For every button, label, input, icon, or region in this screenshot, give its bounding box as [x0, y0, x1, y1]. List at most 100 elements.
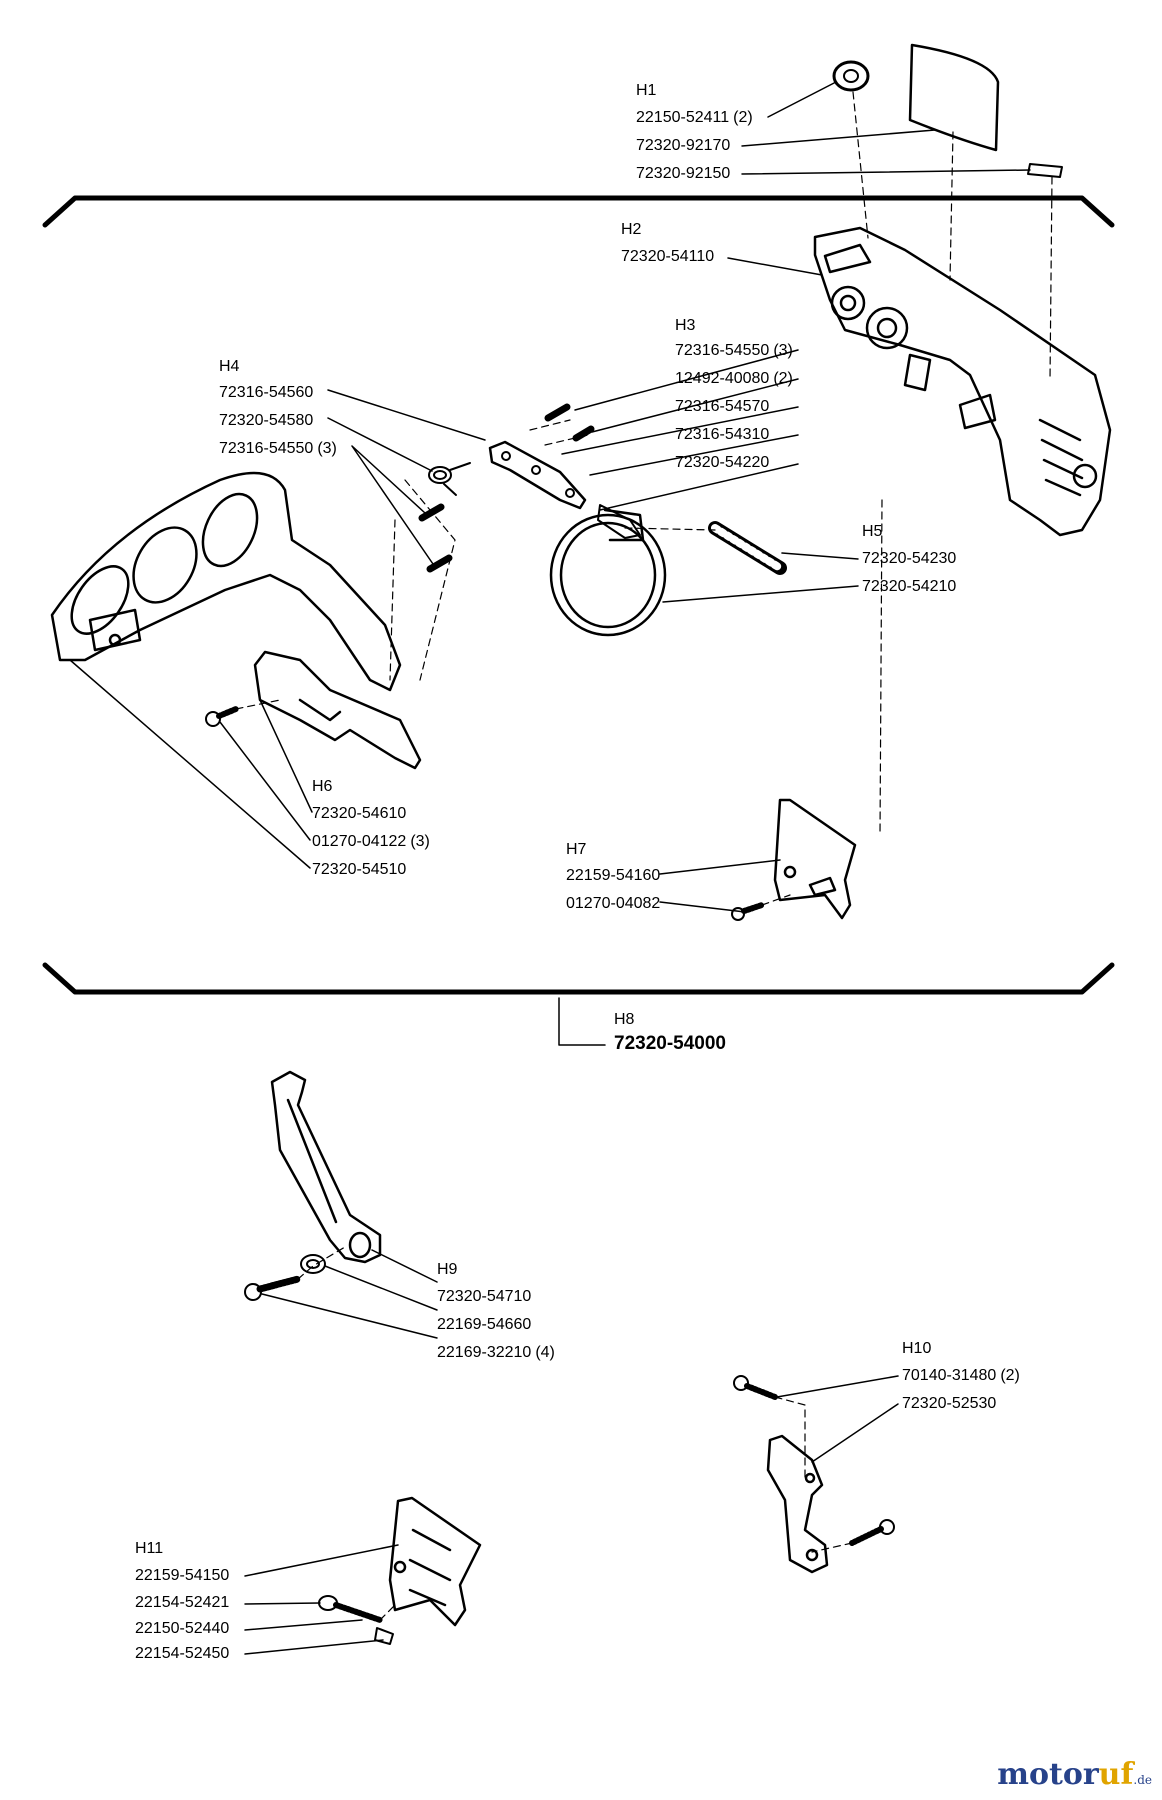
screw-part	[244, 1275, 302, 1301]
group-h8: H8 72320-54000	[614, 1011, 726, 1053]
part-number: 72316-54310	[675, 426, 770, 443]
part-row: 72320-54110	[621, 248, 714, 266]
part-row: 22169-32210(4)	[437, 1344, 555, 1362]
part-number: 22159-54150	[135, 1567, 230, 1584]
group-code: H11	[135, 1540, 164, 1557]
part-row: 22159-54150	[135, 1567, 229, 1585]
washer-part	[300, 1254, 326, 1274]
part-row: 72320-52530	[902, 1395, 1020, 1413]
part-number: 22150-52440	[135, 1620, 230, 1637]
group-code: H6	[312, 778, 333, 795]
part-row: 72320-54220	[675, 454, 793, 472]
part-number: 22159-54160	[566, 867, 661, 884]
logo-suffix: .de	[1133, 1773, 1152, 1787]
part-qty: (3)	[410, 833, 430, 850]
part-number: 72320-54220	[675, 454, 770, 471]
part-row: 72320-92170	[636, 137, 753, 155]
part-row: 72320-92150	[636, 165, 753, 183]
part-number: 72320-54110	[621, 248, 715, 265]
part-number: 72320-54610	[312, 805, 407, 822]
part-number: 22154-52450	[135, 1645, 230, 1662]
part-number: 01270-04082	[566, 895, 661, 912]
assembly-pointer	[558, 997, 606, 1046]
chain-catcher-arm-part	[270, 1070, 382, 1264]
group-code: H3	[675, 317, 696, 334]
pin-part	[426, 554, 453, 573]
part-row: 72316-54550(3)	[675, 342, 793, 360]
brake-band-part	[549, 508, 667, 637]
part-number: 01270-04122	[312, 833, 407, 850]
leader-lines	[69, 81, 1031, 1655]
group-h10: H10 70140-31480(2) 72320-52530	[902, 1340, 1020, 1413]
group-code: H2	[621, 221, 642, 238]
part-number: 72320-92150	[636, 165, 731, 182]
part-row: 72320-54580	[219, 412, 337, 430]
part-row: 72316-54310	[675, 426, 793, 444]
part-number: 12492-40080	[675, 370, 770, 387]
part-number: 22169-32210	[437, 1344, 532, 1361]
part-number: 72316-54570	[675, 398, 770, 415]
group-code: H1	[636, 82, 657, 99]
screw-part	[731, 902, 765, 921]
part-row: 72316-54550(3)	[219, 440, 337, 458]
group-h5: H5 72320-54230 72320-54210	[862, 523, 956, 596]
coil-spring-part	[708, 521, 787, 575]
spike-bracket-part	[766, 1434, 829, 1574]
label-plate-part	[908, 43, 1000, 152]
screw-part	[205, 706, 239, 727]
part-row: 22154-52421	[135, 1594, 229, 1612]
group-code: H9	[437, 1261, 458, 1278]
part-row: 72320-54510	[312, 861, 430, 879]
part-qty: (3)	[773, 342, 793, 359]
group-code: H10	[902, 1340, 932, 1357]
part-row: 22159-54160	[566, 867, 660, 885]
group-h3: H3 72316-54550(3) 12492-40080(2) 72316-5…	[675, 317, 793, 472]
pin-part	[544, 403, 571, 422]
part-number: 72320-54210	[862, 578, 957, 595]
part-qty: (2)	[733, 109, 753, 126]
part-number: 72320-54710	[437, 1288, 532, 1305]
group-code: H7	[566, 841, 587, 858]
part-number: 72316-54560	[219, 384, 314, 401]
screw-part	[849, 1519, 895, 1546]
part-row: 22150-52411(2)	[636, 109, 753, 127]
part-row: 01270-04122(3)	[312, 833, 430, 851]
part-number: 72316-54550	[219, 440, 314, 457]
part-qty: (2)	[1000, 1367, 1020, 1384]
group-code: H5	[862, 523, 883, 540]
part-number: 72320-52530	[902, 1395, 997, 1412]
guard-bracket-part	[253, 650, 422, 770]
part-number: 72320-54580	[219, 412, 314, 429]
group-h7: H7 22159-54160 01270-04082	[566, 841, 660, 913]
sprocket-cover-part	[813, 226, 1112, 537]
group-h2: H2 72320-54110	[621, 221, 714, 266]
part-number: 22150-52411	[636, 109, 730, 126]
group-h11: H11 22159-54150 22154-52421 22150-52440 …	[135, 1540, 229, 1663]
part-row: 22150-52440	[135, 1620, 229, 1638]
group-h9: H9 72320-54710 22169-54660 22169-32210(4…	[437, 1261, 555, 1362]
assembly-bracket-top	[42, 195, 1115, 228]
part-row: 72316-54560	[219, 384, 337, 402]
part-number: 22154-52421	[135, 1594, 230, 1611]
group-h1: H1 22150-52411(2) 72320-92170 72320-9215…	[636, 82, 753, 183]
part-number: 72320-54230	[862, 550, 957, 567]
part-number: 22169-54660	[437, 1316, 532, 1333]
logo-accent: uf	[1098, 1757, 1134, 1792]
part-row: 01270-04082	[566, 895, 660, 913]
hand-guard-part	[50, 471, 402, 692]
nut-part	[832, 60, 870, 92]
guide-plate-part	[773, 798, 857, 920]
part-row: 22169-54660	[437, 1316, 555, 1334]
part-qty: (3)	[317, 440, 337, 457]
part-row: 70140-31480(2)	[902, 1367, 1020, 1385]
part-number: 72320-92170	[636, 137, 731, 154]
part-number: 72316-54550	[675, 342, 770, 359]
alignment-lines	[235, 91, 1053, 1621]
part-row: 72320-54710	[437, 1288, 555, 1306]
part-row: 72320-54230	[862, 550, 956, 568]
pin-part	[572, 425, 595, 442]
logo-main: motor	[997, 1757, 1099, 1792]
guide-plate-part	[388, 1496, 482, 1627]
screw-part	[733, 1375, 778, 1400]
